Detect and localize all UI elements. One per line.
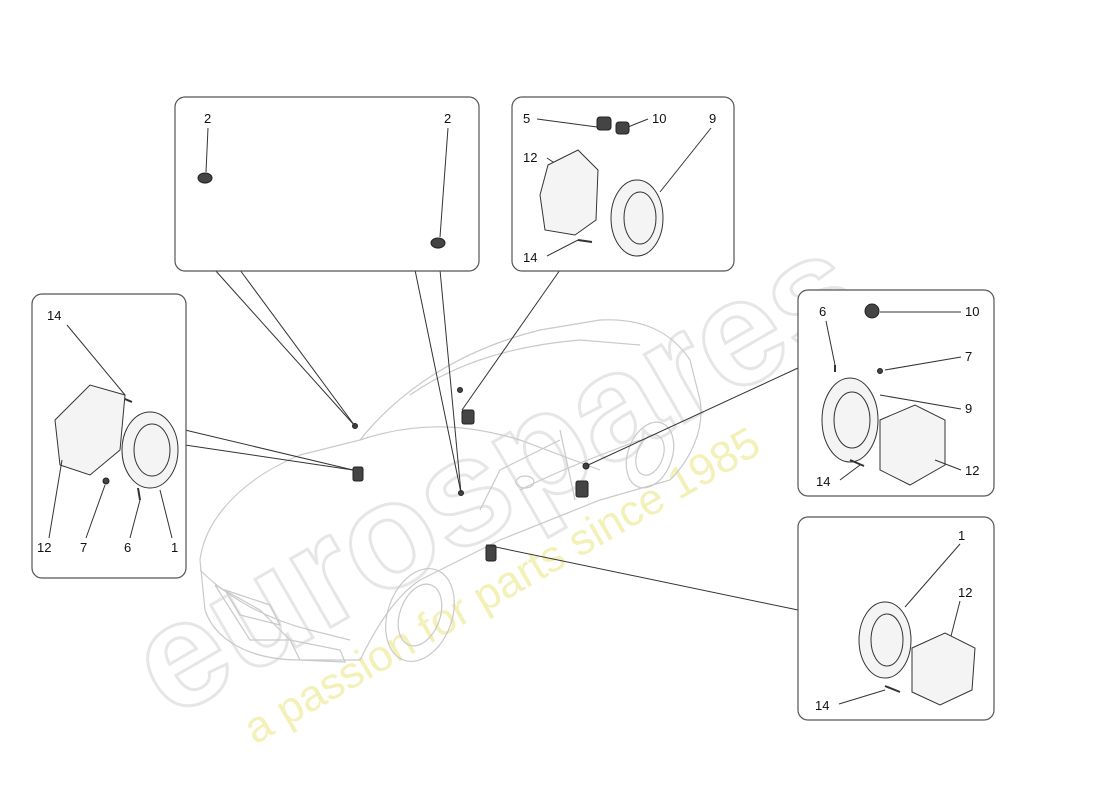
clip-part [102,477,110,485]
spacer-ring-part [54,384,126,476]
callout-10: 10 [652,111,666,126]
callout-5: 5 [523,111,530,126]
callout-6: 6 [124,540,131,555]
panel-rear-right: 1 12 14 [797,516,995,721]
rear-left-speaker-marker [461,409,475,425]
spacer-ring-part [539,149,599,236]
callout-6: 6 [819,304,826,319]
callout-2-left: 2 [204,111,211,126]
front-left-speaker-marker [352,466,364,482]
panel-leader-lines [184,269,799,611]
rear-right-speaker-marker [485,544,497,562]
callout-7: 7 [965,349,972,364]
callout-7: 7 [80,540,87,555]
callout-12: 12 [965,463,979,478]
callout-14: 14 [523,250,537,265]
callout-14: 14 [815,698,829,713]
panel-front-right: 6 10 7 9 14 12 [797,289,995,497]
spacer-ring-part [911,632,976,706]
callout-12: 12 [37,540,51,555]
watermark: eurospares a passion for parts since 198… [101,196,888,753]
rear-left-marker [457,387,463,393]
tweeter-right-part [430,237,446,249]
callout-2-right: 2 [444,111,451,126]
bracket-part [596,116,612,131]
callout-14: 14 [816,474,830,489]
callout-9: 9 [965,401,972,416]
callout-10: 10 [965,304,979,319]
watermark-brand: eurospares [102,198,886,748]
tweeter-left-part [197,172,213,184]
car-illustration [199,319,702,663]
callout-9: 9 [709,111,716,126]
callout-1: 1 [171,540,178,555]
spacer-ring-part [879,404,946,486]
callout-12: 12 [958,585,972,600]
panel-rear-left: 5 10 9 12 14 [511,96,735,272]
callout-1: 1 [958,528,965,543]
connector-part [615,121,630,135]
panel-front-left: 14 12 7 6 1 [31,293,187,579]
front-right-speaker-marker [575,480,589,498]
connector-part [864,303,880,319]
callout-12: 12 [523,150,537,165]
panel-tweeters: 2 2 [174,96,480,272]
clip-part [877,368,883,374]
panel-frame [174,96,480,272]
callout-14: 14 [47,308,61,323]
